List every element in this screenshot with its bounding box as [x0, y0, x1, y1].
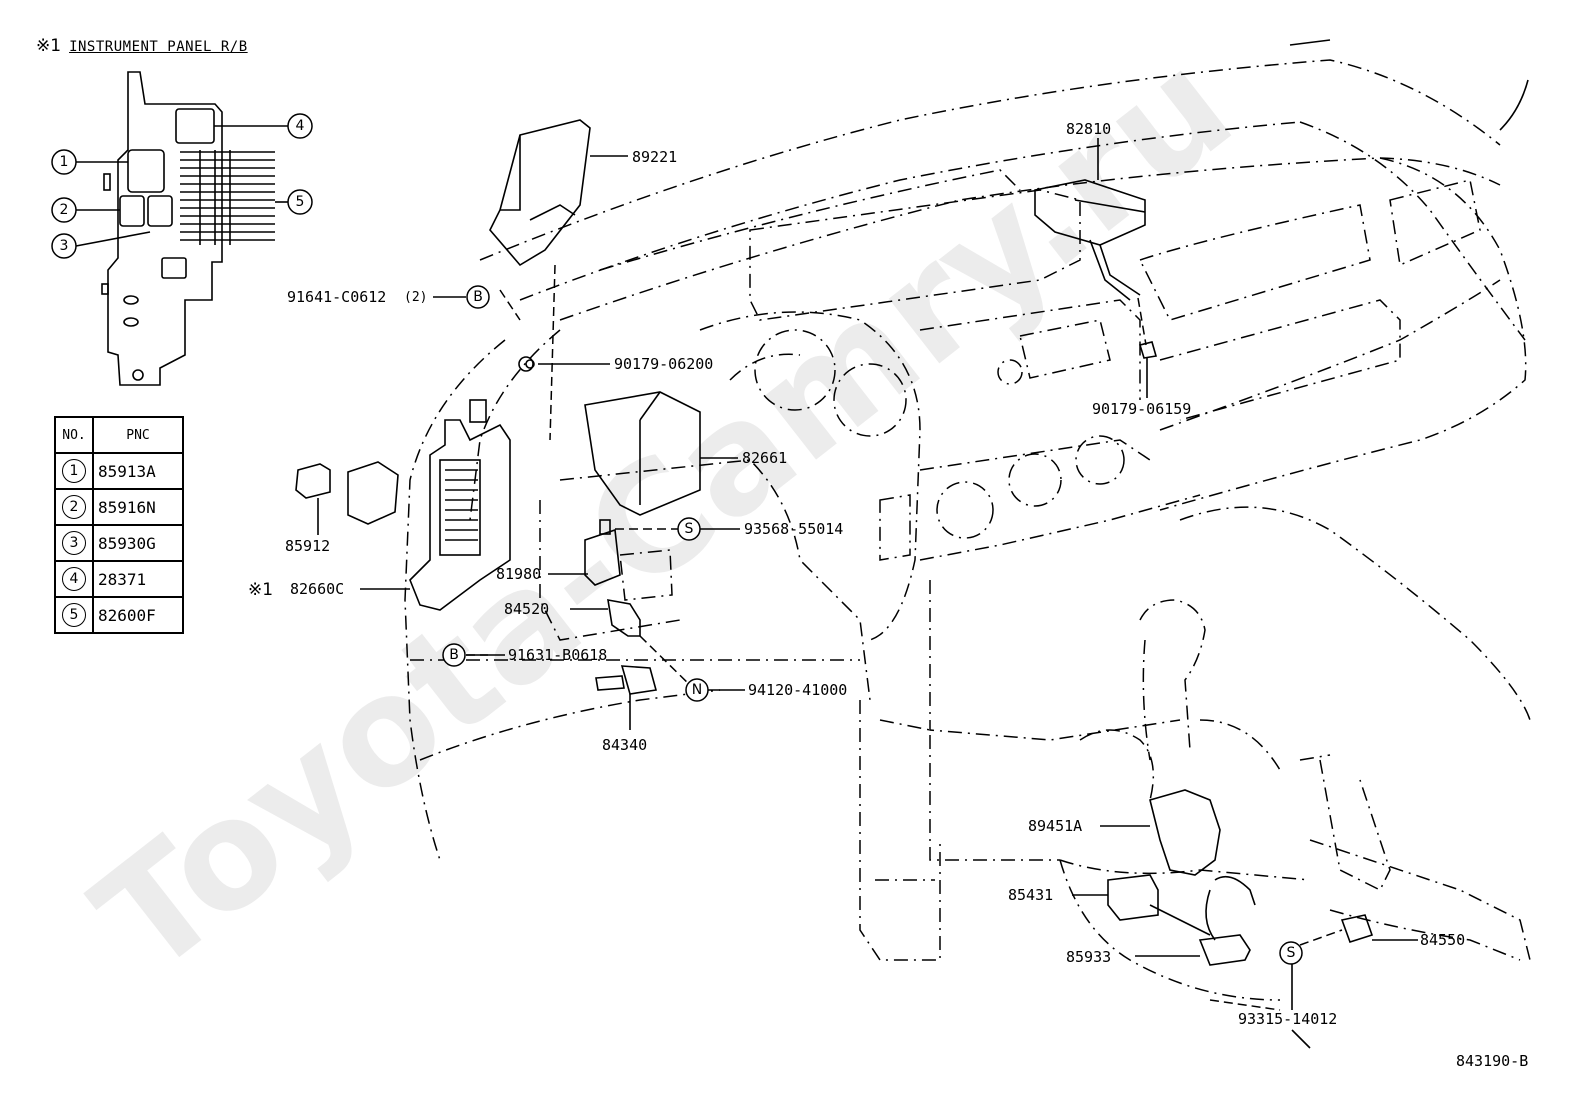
label-82660c: 82660C [290, 580, 344, 598]
part-82810-sketch [1034, 138, 1158, 398]
label-82660c-mark: ※1 [248, 580, 273, 600]
part-81980-sketch [548, 519, 740, 586]
svg-text:S: S [685, 521, 694, 537]
table-row: 4 28371 [54, 560, 184, 598]
part-89221-sketch [489, 119, 628, 441]
label-81980: 81980 [496, 565, 541, 583]
label-91641: 91641-C0612 [287, 288, 386, 306]
callout-4: 4 [287, 113, 313, 139]
callout-2: 2 [51, 197, 77, 223]
svg-text:N: N [692, 682, 702, 698]
header-no: NO. [54, 416, 94, 454]
part-85431-sketch [1072, 874, 1211, 936]
label-84340: 84340 [602, 736, 647, 754]
part-82660c-sketch [360, 399, 511, 611]
label-89451a: 89451A [1028, 817, 1082, 835]
label-85933: 85933 [1066, 948, 1111, 966]
relay-block-title-text: INSTRUMENT PANEL R/B [69, 39, 248, 55]
svg-text:2: 2 [60, 202, 69, 218]
label-84520: 84520 [504, 600, 549, 618]
label-82810: 82810 [1066, 120, 1111, 138]
note-mark: ※1 [36, 36, 62, 56]
svg-text:B: B [473, 289, 483, 305]
part-90179-06200-sketch [518, 356, 610, 372]
callout-1: 1 [51, 149, 77, 175]
symbol-b-91631: B [442, 643, 466, 667]
symbol-s-93568: S [677, 517, 701, 541]
relay-block-callouts: 1 2 3 4 5 [51, 113, 313, 259]
pnc-table: NO. PNC 1 85913A 2 85916N 3 85930G 4 283… [54, 416, 184, 634]
svg-text:B: B [449, 647, 459, 663]
svg-text:S: S [1287, 945, 1296, 961]
row-pnc: 82600F [92, 596, 184, 634]
header-pnc: PNC [92, 416, 184, 454]
label-94120: 94120-41000 [748, 681, 847, 699]
row-number: 4 [62, 567, 86, 591]
leader-lines [433, 296, 745, 691]
callout-5: 5 [287, 189, 313, 215]
table-header-row: NO. PNC [54, 416, 184, 454]
table-row: 1 85913A [54, 452, 184, 490]
label-84550: 84550 [1420, 931, 1465, 949]
label-93315: 93315-14012 [1238, 1010, 1337, 1028]
label-93568: 93568-55014 [744, 520, 843, 538]
label-90179-06159: 90179-06159 [1092, 400, 1191, 418]
relay-block-title: ※1 INSTRUMENT PANEL R/B [36, 36, 248, 56]
gear-shift-sketch [1139, 599, 1206, 761]
callout-3: 3 [51, 233, 77, 259]
svg-text:4: 4 [296, 118, 305, 134]
label-85431: 85431 [1008, 886, 1053, 904]
row-number: 1 [62, 459, 86, 483]
symbol-s-93315: S [1279, 941, 1303, 965]
table-row: 3 85930G [54, 524, 184, 562]
row-number: 5 [62, 603, 86, 627]
dashboard-outline [404, 39, 1531, 1001]
row-pnc: 85913A [92, 452, 184, 490]
row-pnc: 85930G [92, 524, 184, 562]
label-85912: 85912 [285, 537, 330, 555]
row-pnc: 28371 [92, 560, 184, 598]
relay-block-sketch [101, 71, 275, 386]
diagram-code: 843190-B [1456, 1052, 1528, 1070]
svg-text:1: 1 [60, 154, 69, 170]
watermark: Toyota-Camry.ru [65, 19, 1263, 1009]
label-89221: 89221 [632, 148, 677, 166]
part-84550-sketch [1209, 914, 1418, 1049]
svg-text:5: 5 [296, 194, 305, 210]
table-row: 5 82600F [54, 596, 184, 634]
row-pnc: 85916N [92, 488, 184, 526]
label-91641-qty: (2) [404, 290, 427, 305]
label-90179-06200: 90179-06200 [614, 355, 713, 373]
part-89451a-sketch [1100, 789, 1221, 876]
part-84520-sketch [570, 599, 696, 691]
label-82661: 82661 [742, 449, 787, 467]
symbol-b-91641: B [466, 285, 490, 309]
table-row: 2 85916N [54, 488, 184, 526]
row-number: 2 [62, 495, 86, 519]
row-number: 3 [62, 531, 86, 555]
part-85933-sketch [1135, 875, 1256, 966]
label-91631: 91631-B0618 [508, 646, 607, 664]
part-85912-sketch [295, 461, 399, 535]
part-82661-sketch [584, 391, 738, 516]
symbol-n-94120: N [685, 678, 709, 702]
svg-text:3: 3 [60, 238, 69, 254]
